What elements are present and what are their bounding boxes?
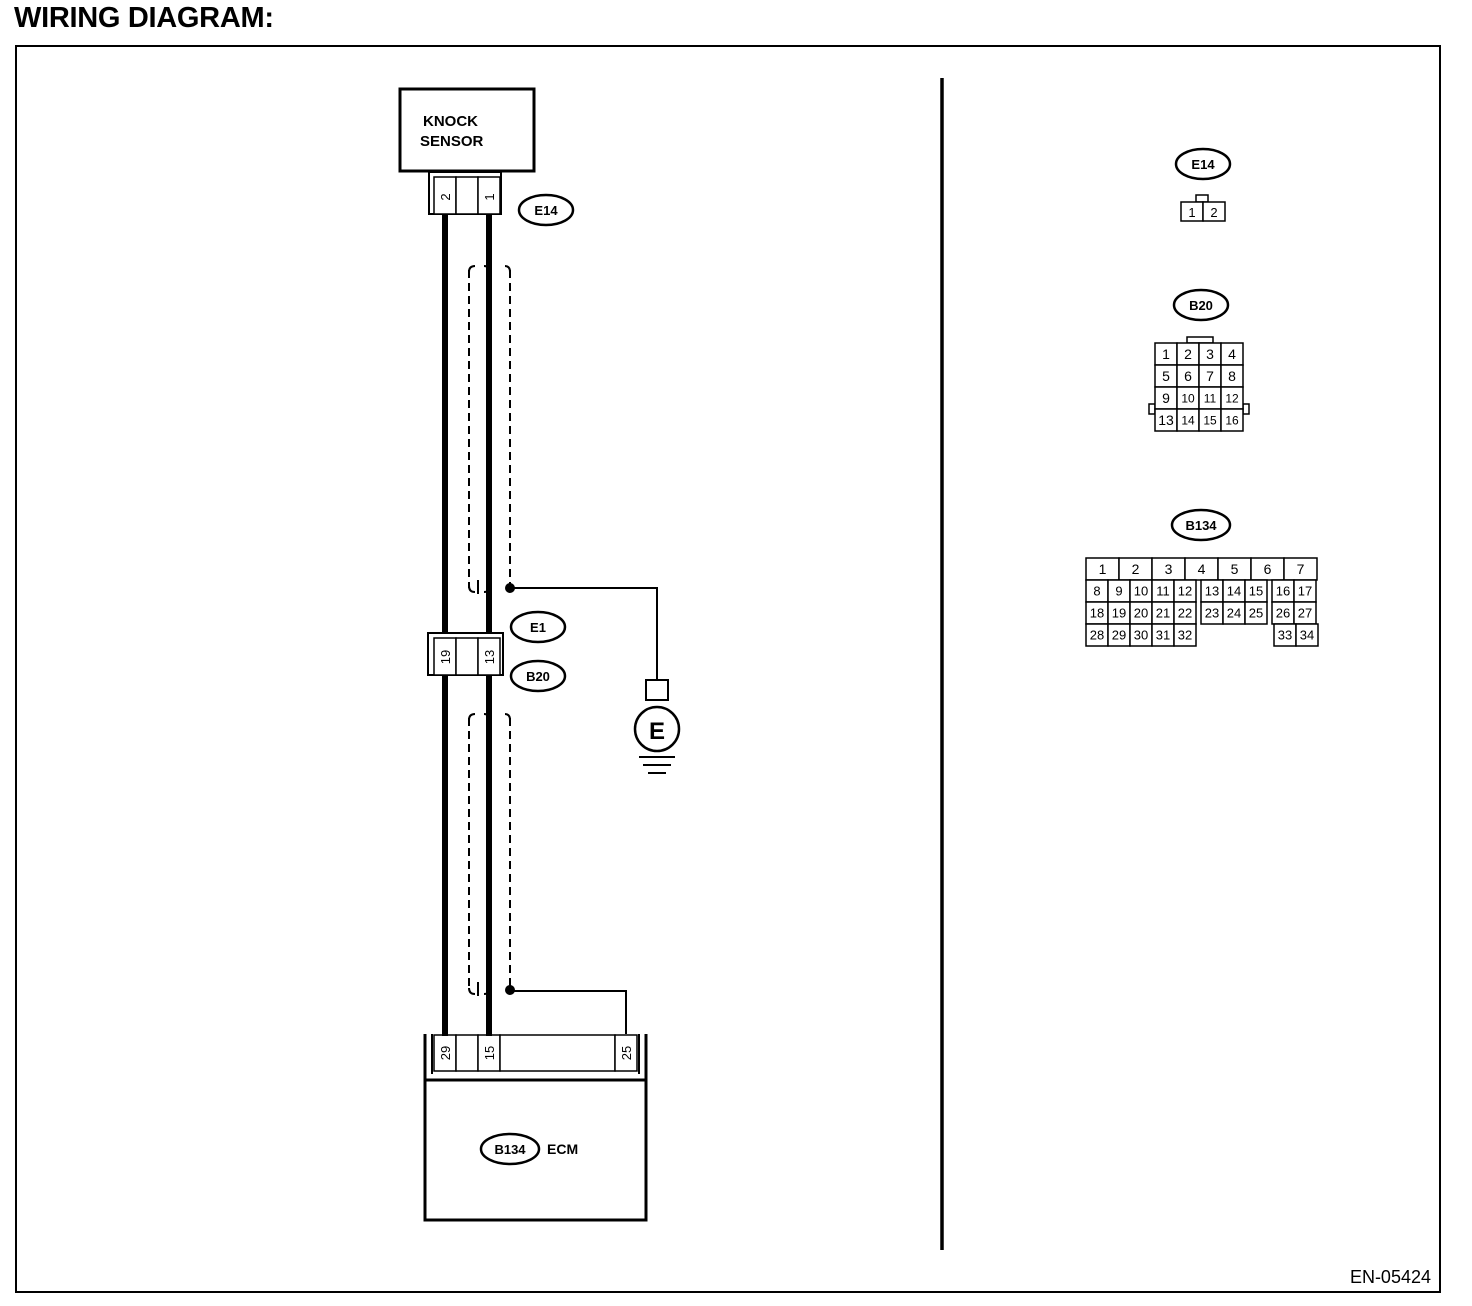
b20-view-pin-16: 16 — [1225, 413, 1239, 427]
b134-view-pin-3: 3 — [1165, 561, 1173, 577]
b20-view-pin-7: 7 — [1206, 368, 1214, 384]
b134-badge-label: B134 — [494, 1142, 526, 1157]
b20-view-pin-8: 8 — [1228, 368, 1236, 384]
connector-e1-badge: E1 — [509, 610, 567, 644]
knock-sensor: KNOCK SENSOR — [398, 87, 536, 173]
connector-b20-badge: B20 — [509, 659, 567, 693]
sensor-label-line2: SENSOR — [420, 133, 484, 150]
b20-view-pin-9: 9 — [1162, 390, 1170, 406]
shield-upper — [468, 265, 511, 594]
e14-badge-label: E14 — [534, 203, 558, 218]
view-b20-label: B20 — [1189, 298, 1213, 313]
b20-badge-label: B20 — [526, 669, 550, 684]
b20-pin-13: 13 — [482, 650, 497, 664]
diagram-frame — [15, 45, 1441, 1293]
view-b134-label: B134 — [1185, 518, 1217, 533]
b134-view-pin-31: 31 — [1156, 628, 1170, 643]
b134-view-pin-22: 22 — [1178, 606, 1192, 621]
b20-view-pin-1: 1 — [1162, 346, 1170, 362]
b134-view-pin-4: 4 — [1198, 561, 1206, 577]
view-e14-label: E14 — [1191, 157, 1215, 172]
view-e14-pin-2: 2 — [1210, 205, 1217, 220]
b134-view-pin-24: 24 — [1227, 606, 1241, 621]
b20-view-pin-16-cell — [1220, 408, 1244, 432]
b134-pin-29: 29 — [438, 1046, 453, 1060]
b134-view-pin-33: 33 — [1278, 628, 1292, 643]
b134-view-pin-13: 13 — [1205, 584, 1219, 599]
connector-e14-badge: E14 — [517, 193, 575, 227]
b134-view-pin-11: 11 — [1156, 584, 1170, 599]
b20-pin-19: 19 — [438, 650, 453, 664]
b134-view-pin-20: 20 — [1134, 606, 1148, 621]
b134-view-pin-14: 14 — [1227, 584, 1241, 599]
figure-id: EN-05424 — [1350, 1267, 1431, 1287]
shield-drain-to-ecm — [510, 990, 627, 1034]
b20-view-pin-3: 3 — [1206, 346, 1214, 362]
e14-pin-2: 2 — [438, 193, 453, 200]
b20-view-pin-2: 2 — [1184, 346, 1192, 362]
b134-view-pin-9: 9 — [1115, 584, 1122, 599]
b134-view-pin-27: 27 — [1298, 606, 1312, 621]
b134-pin-25: 25 — [619, 1046, 634, 1060]
b134-view-pin-19: 19 — [1112, 606, 1126, 621]
shield-lower — [468, 713, 511, 996]
connector-view-e14: E14 1 2 — [1174, 147, 1232, 222]
b134-view-pin-8: 8 — [1093, 584, 1100, 599]
b134-view-pin-23: 23 — [1205, 606, 1219, 621]
ecm-unit: 29 15 25 B134 ECM — [423, 1034, 648, 1222]
b20-view-pin-14: 14 — [1181, 413, 1195, 427]
b134-view-pin-7: 7 — [1297, 561, 1305, 577]
b20-view-pin-13: 13 — [1158, 412, 1174, 428]
b20-view-pin-12: 12 — [1225, 391, 1239, 405]
b134-view-pin-29: 29 — [1112, 628, 1126, 643]
b134-view-pin-28: 28 — [1090, 628, 1104, 643]
b134-view-pin-15: 15 — [1249, 584, 1263, 599]
b134-view-pin-5: 5 — [1231, 561, 1239, 577]
ground-label: E — [649, 718, 665, 745]
page-title: WIRING DIAGRAM: — [14, 2, 274, 34]
sensor-label-line1: KNOCK — [423, 113, 478, 130]
b20-view-pin-11: 11 — [1204, 391, 1217, 405]
b20-view-pin-10: 10 — [1181, 391, 1195, 405]
connector-e1-b20: 19 13 — [427, 632, 504, 676]
b134-view-pin-25: 25 — [1249, 606, 1263, 621]
connector-e14: 2 1 — [428, 171, 502, 215]
b134-view-pin-18: 18 — [1090, 606, 1104, 621]
b134-view-pin-25-cell — [1244, 601, 1268, 625]
b134-view-pin-34-cell — [1295, 623, 1319, 647]
b134-view-pin-1: 1 — [1099, 561, 1107, 577]
b134-view-pin-16: 16 — [1276, 584, 1290, 599]
b20-view-pin-6: 6 — [1184, 368, 1192, 384]
ecm-wire-ends — [442, 1030, 492, 1036]
b134-view-pin-10: 10 — [1134, 584, 1148, 599]
b134-view-pin-2: 2 — [1132, 561, 1140, 577]
b134-view-pin-32: 32 — [1178, 628, 1192, 643]
b134-view-pin-21: 21 — [1156, 606, 1170, 621]
ecm-label: ECM — [547, 1141, 578, 1157]
e1-badge-label: E1 — [530, 620, 546, 635]
b134-view-pin-17: 17 — [1298, 584, 1312, 599]
b134-view-pin-34: 34 — [1300, 628, 1314, 643]
b134-view-pin-32-cell — [1173, 623, 1197, 647]
b20-view-pin-5: 5 — [1162, 368, 1170, 384]
b20-view-pin-4: 4 — [1228, 346, 1236, 362]
signal-wires — [442, 214, 492, 1034]
b134-view-pin-26: 26 — [1276, 606, 1290, 621]
b134-pin-15: 15 — [482, 1046, 497, 1060]
b134-view-pin-6: 6 — [1264, 561, 1272, 577]
b134-view-pin-30: 30 — [1134, 628, 1148, 643]
ground-symbol: E — [633, 679, 681, 774]
ground-drain-wire — [510, 587, 658, 680]
e14-pin-1: 1 — [482, 193, 497, 200]
view-e14-pin-1: 1 — [1188, 205, 1195, 220]
b20-view-pin-15: 15 — [1203, 413, 1217, 427]
b134-view-pin-12: 12 — [1178, 584, 1192, 599]
